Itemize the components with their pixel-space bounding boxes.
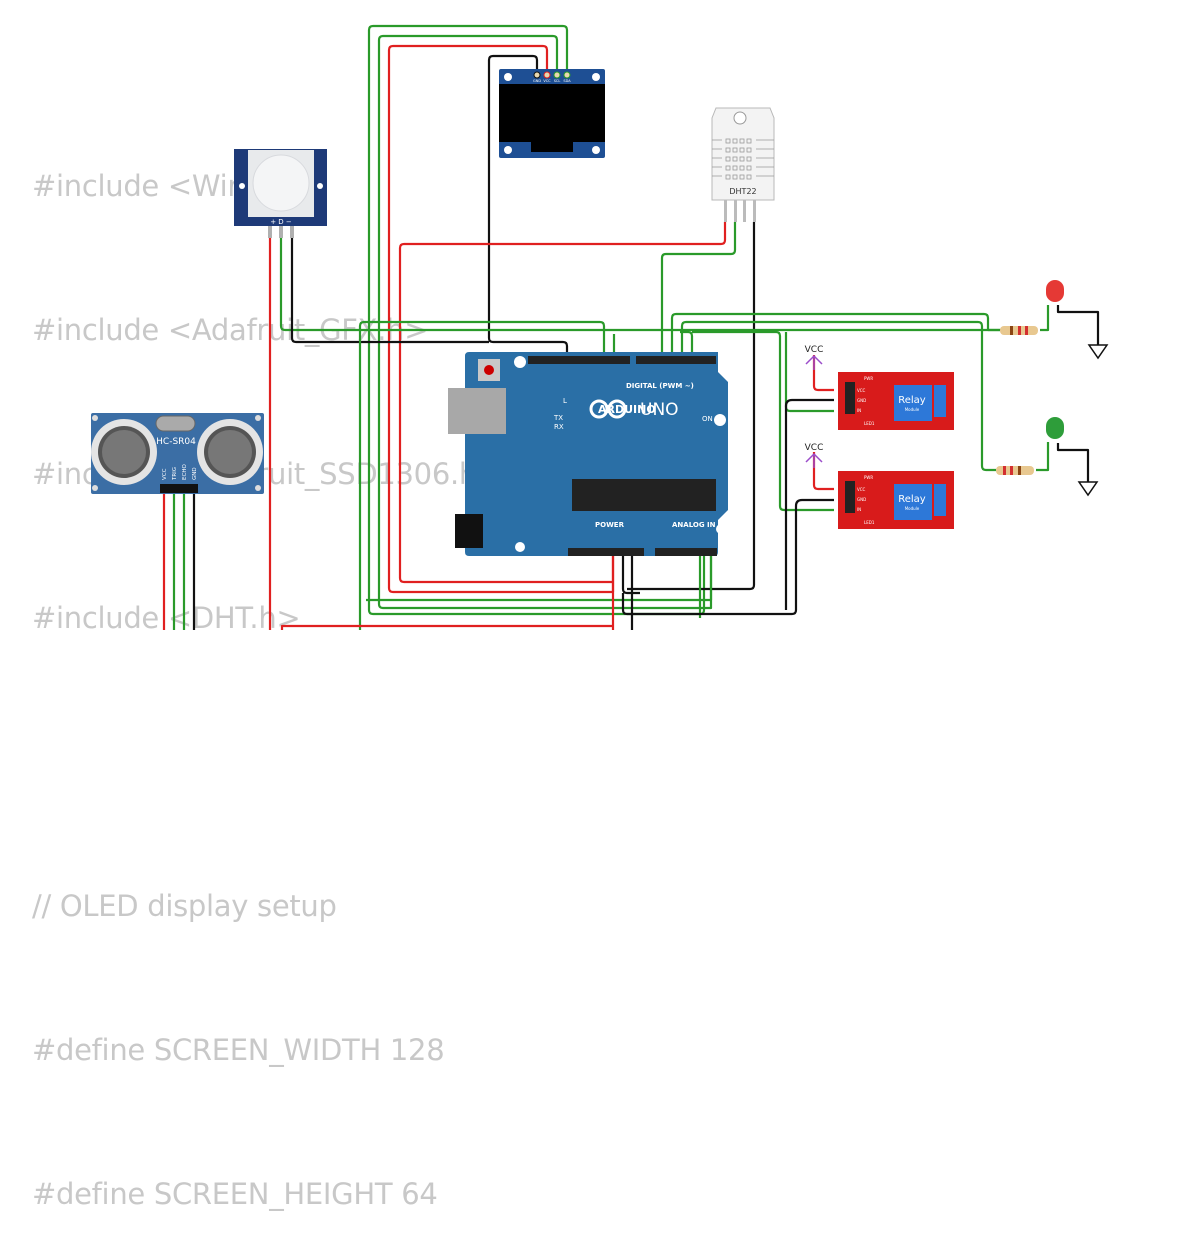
wire-led1[interactable]: [1040, 305, 1050, 332]
code-line: #include <DHT.h>: [32, 601, 301, 635]
ultrasonic-sensor[interactable]: HC-SR04 VCC TRIG ECHO GND: [91, 413, 264, 494]
oled-pins: [533, 71, 571, 79]
dht-vent-grid: [712, 138, 774, 180]
digital-header-1: [528, 356, 630, 364]
wire-relay2-vcc[interactable]: [812, 452, 834, 491]
power-label: POWER: [595, 521, 625, 529]
ultrasonic-label: HC-SR04: [156, 437, 196, 447]
ultrasonic-pin-label: ECHO: [182, 464, 188, 480]
wire-d3[interactable]: [680, 330, 694, 362]
code-line: // OLED display setup: [32, 889, 337, 923]
wire-oled-vcc[interactable]: [387, 44, 615, 594]
relay-pin-label: VCC: [857, 388, 866, 393]
led-rx-label: RX: [554, 423, 564, 431]
wire-dht-data[interactable]: [660, 222, 737, 362]
dht-label: DHT22: [729, 187, 756, 196]
relay-pin-label: GND: [857, 398, 866, 403]
relay-pin-label: IN: [857, 408, 861, 413]
ground-symbol-2: [1077, 481, 1099, 497]
wire-d3-relay[interactable]: [692, 330, 834, 512]
wire-dht-vcc[interactable]: [398, 222, 727, 584]
power-header: [568, 548, 644, 556]
arduino-logo-icon: [589, 399, 627, 419]
oled-pin-label: VCC: [543, 79, 551, 83]
relay-pin-label: GND: [857, 497, 866, 502]
relay-pwr-label: PWR: [864, 376, 873, 381]
wire-d4[interactable]: [680, 320, 996, 472]
circuit-diagram: GND VCC SCL SDA + D − DHT22: [91, 24, 1109, 630]
relay-led-label: LED1: [864, 520, 875, 525]
wire-dht-gnd[interactable]: [627, 222, 756, 591]
wire-gnd-relays[interactable]: [621, 498, 834, 616]
pir-pin-labels: + D −: [270, 218, 292, 226]
relay-module-2[interactable]: Relay Module VCC GND IN PWR LED1: [838, 471, 954, 529]
oled-pin-label: SDA: [563, 79, 571, 83]
led-green[interactable]: [1046, 417, 1064, 439]
arduino-model: UNO: [640, 400, 679, 420]
wire-a5[interactable]: [366, 555, 713, 602]
relay-title: Relay: [898, 395, 926, 406]
relay-led-label: LED1: [864, 421, 875, 426]
wire-pir-data[interactable]: [279, 238, 1024, 332]
ultrasonic-pin-label: GND: [192, 467, 198, 480]
led-red[interactable]: [1046, 280, 1064, 302]
wire-gnd-relay1[interactable]: [784, 398, 834, 610]
wire-oled-scl[interactable]: [377, 34, 713, 610]
relay-subtitle: Module: [905, 407, 920, 412]
power-jack: [455, 514, 483, 548]
relay-pwr-label: PWR: [864, 475, 873, 480]
ground-symbol-1: [1087, 344, 1109, 360]
vcc-label: VCC: [805, 443, 824, 453]
led-tx-label: TX: [553, 414, 563, 422]
resistor-2: [996, 466, 1034, 475]
wire-relay1-vcc[interactable]: [812, 355, 834, 392]
arduino-uno[interactable]: DIGITAL (PWM ~) ARDUINO UNO ON L TX RX P…: [448, 352, 728, 556]
wire-oled-gnd[interactable]: [487, 54, 569, 362]
on-label: ON: [702, 415, 713, 423]
relay-subtitle: Module: [905, 506, 920, 511]
usb-port: [448, 388, 506, 434]
atmega-chip: [572, 479, 716, 511]
code-line: [32, 738, 1200, 786]
wire-5v-loop[interactable]: [280, 624, 613, 630]
ultrasonic-pin-label: VCC: [162, 468, 168, 480]
wires: [162, 24, 1100, 630]
led-l-label: L: [563, 397, 567, 405]
wire-pir-gnd[interactable]: [290, 238, 489, 344]
arduino-brand: ARDUINO: [598, 403, 656, 416]
oled-pin-label: GND: [533, 79, 541, 83]
wire-gnd-1[interactable]: [621, 555, 640, 595]
relay-pin-label: VCC: [857, 487, 866, 492]
ultrasonic-pin-label: TRIG: [172, 467, 178, 481]
wire-d5-relay[interactable]: [670, 312, 1000, 362]
wire-led1-gnd[interactable]: [1056, 305, 1100, 345]
digital-header-2: [636, 356, 716, 364]
analog-label: ANALOG IN: [672, 521, 716, 529]
code-line: #define SCREEN_WIDTH 128: [32, 1033, 445, 1067]
code-line: #define SCREEN_HEIGHT 64: [32, 1177, 438, 1211]
relay-module-1[interactable]: Relay Module VCC GND IN PWR LED1: [838, 372, 954, 430]
analog-header: [655, 548, 717, 556]
vcc-label: VCC: [805, 345, 824, 355]
reset-button[interactable]: [484, 365, 494, 375]
digital-label: DIGITAL (PWM ~): [626, 382, 694, 390]
vcc-symbol-2: VCC: [805, 443, 824, 468]
relay-title: Relay: [898, 494, 926, 505]
relay-pin-label: IN: [857, 507, 861, 512]
resistor-1: [1000, 326, 1038, 335]
oled-display[interactable]: GND VCC SCL SDA: [499, 69, 605, 158]
wire-led2-gnd[interactable]: [1056, 443, 1090, 482]
pir-sensor[interactable]: + D −: [234, 149, 327, 238]
vcc-symbol-1: VCC: [805, 345, 824, 370]
dht22-sensor[interactable]: DHT22: [711, 107, 775, 222]
wire-led2[interactable]: [1036, 442, 1050, 472]
oled-pin-label: SCL: [554, 79, 561, 83]
wire-d10[interactable]: [358, 320, 606, 630]
